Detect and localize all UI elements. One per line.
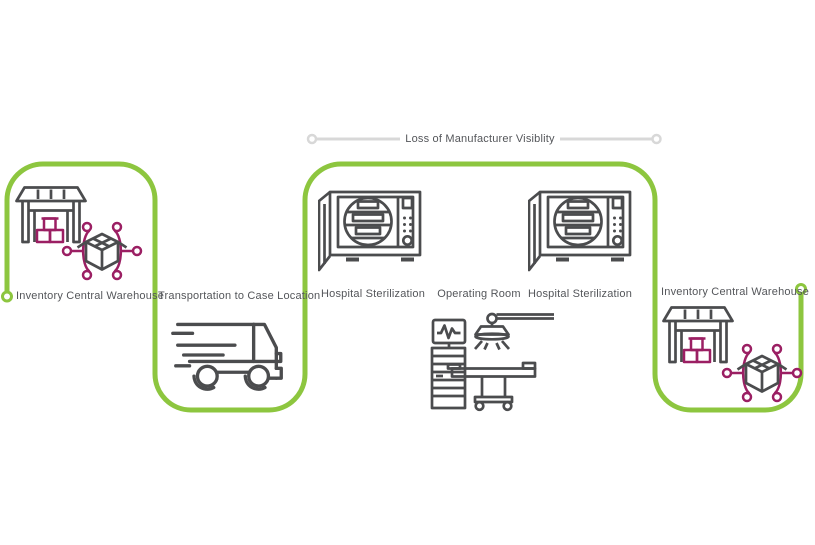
sterilizer-machine-icon (528, 188, 638, 272)
flow-end-node (795, 283, 807, 295)
distribution-network-icon (60, 220, 144, 282)
flow-start-node (1, 290, 13, 303)
open-box-icon (736, 354, 788, 393)
label-operating-room: Operating Room (437, 288, 521, 300)
label-hospital-sterilization-2: Hospital Sterilization (528, 288, 633, 300)
label-hospital-sterilization-1: Hospital Sterilization (321, 288, 426, 300)
flow-path (4, 161, 804, 413)
delivery-truck-icon (160, 317, 298, 394)
inventory-boxes-icon (682, 337, 712, 364)
lamp-joint (486, 312, 498, 325)
inventory-boxes-icon (35, 217, 65, 244)
ecg-waveform (437, 324, 461, 340)
label-inventory-warehouse-right: Inventory Central Warehouse (661, 286, 810, 298)
banner-label: Loss of Manufacturer Visiblity (405, 132, 555, 145)
warehouse-icon (662, 304, 734, 364)
banner-node-right (651, 133, 662, 145)
sterilizer-machine-icon (318, 188, 428, 272)
label-transportation: Transportation to Case Location (158, 290, 321, 302)
warehouse-icon (15, 184, 87, 244)
operating-room-icon (426, 306, 556, 418)
surgical-lamp-icon (474, 325, 510, 336)
equipment-rack-icon (430, 346, 467, 410)
distribution-network-icon (720, 342, 804, 404)
vitals-monitor-icon (431, 318, 467, 345)
label-inventory-warehouse-left: Inventory Central Warehouse (16, 290, 165, 302)
banner-node-left (306, 133, 318, 145)
open-box-icon (76, 232, 128, 271)
operating-table-icon (450, 367, 537, 378)
